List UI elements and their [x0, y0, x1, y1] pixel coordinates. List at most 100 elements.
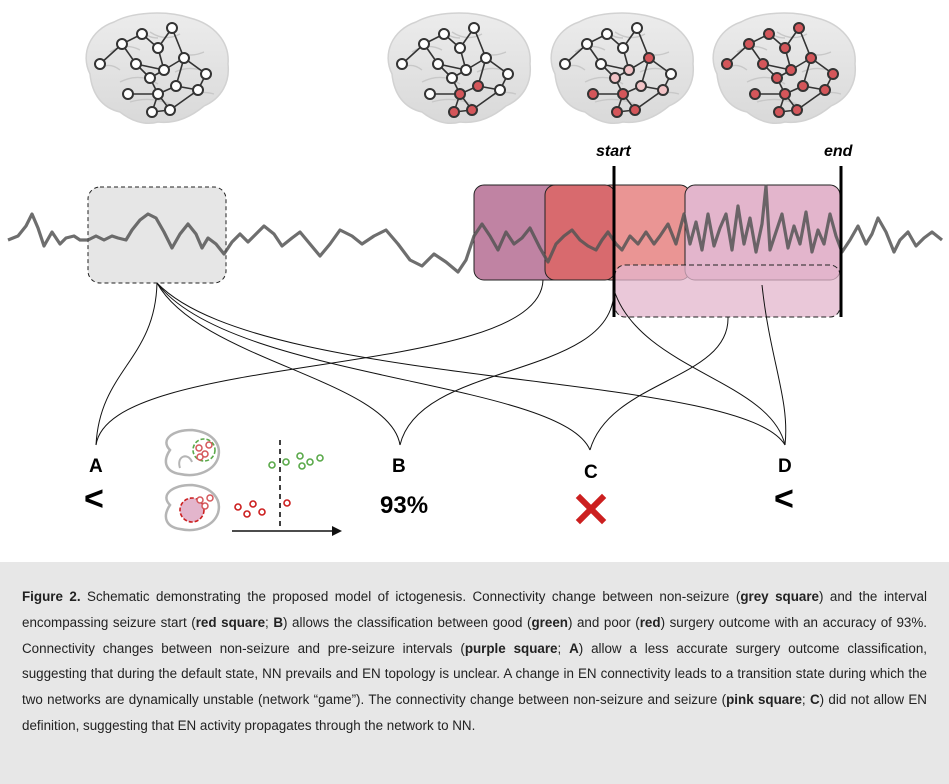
network-node — [559, 58, 571, 70]
network-node — [631, 22, 643, 34]
good-outcome-points — [268, 452, 324, 470]
network-node — [827, 68, 839, 80]
network-node — [166, 22, 178, 34]
network-node — [396, 58, 408, 70]
caption-emphasis: C — [809, 692, 820, 708]
brain-network-seizure-start — [550, 12, 695, 125]
caption-emphasis: B — [273, 614, 284, 630]
network-node — [763, 28, 775, 40]
network-node — [785, 64, 797, 76]
poor-outcome-points — [234, 499, 291, 518]
brain-outline-poor — [164, 483, 221, 532]
red-square-interval — [544, 184, 616, 281]
network-node — [446, 72, 458, 84]
network-node — [146, 106, 158, 118]
caption-text: ) and the interval encompassing seizure … — [22, 589, 927, 630]
network-node — [192, 84, 204, 96]
network-node — [136, 28, 148, 40]
network-node — [164, 104, 176, 116]
caption-emphasis: red — [639, 614, 661, 630]
network-node — [657, 84, 669, 96]
network-node — [466, 104, 478, 116]
network-node — [116, 38, 128, 50]
network-node — [152, 42, 164, 54]
network-node — [587, 88, 599, 100]
network-node — [797, 80, 809, 92]
network-node — [617, 42, 629, 54]
network-node — [635, 80, 647, 92]
network-nodes — [94, 22, 212, 118]
network-node — [771, 72, 783, 84]
ictogenesis-schematic — [7, 12, 943, 536]
network-node — [623, 64, 635, 76]
network-node — [130, 58, 142, 70]
network-node — [178, 52, 190, 64]
network-node — [757, 58, 769, 70]
caption-emphasis: green — [531, 614, 568, 630]
outcome-letter-a: A — [89, 456, 103, 477]
caption-box: Figure 2. Schematic demonstrating the pr… — [0, 562, 949, 784]
network-node — [460, 64, 472, 76]
start-label: start — [596, 143, 631, 160]
brain-network-seizure — [712, 12, 857, 125]
caption-text: ) did not allow EN definition, suggestin… — [22, 692, 927, 733]
end-label: end — [824, 143, 853, 160]
brain-outline-good — [164, 428, 221, 477]
network-node — [773, 106, 785, 118]
network-node — [791, 104, 803, 116]
network-nodes — [721, 22, 839, 118]
x-axis-arrowhead — [332, 526, 342, 536]
caption-text: ) allows the classification between good… — [283, 614, 532, 630]
figure-caption: Figure 2. Schematic demonstrating the pr… — [22, 584, 927, 739]
network-nodes — [396, 22, 514, 118]
caption-text: Schematic demonstrating the proposed mod… — [80, 589, 741, 604]
network-node — [665, 68, 677, 80]
brain-network-baseline — [85, 12, 230, 125]
network-node — [805, 52, 817, 64]
network-node — [779, 88, 791, 100]
caption-emphasis: red square — [195, 614, 266, 630]
network-node — [122, 88, 134, 100]
caption-text: ) and poor ( — [567, 614, 640, 630]
network-node — [581, 38, 593, 50]
network-node — [472, 80, 484, 92]
network-node — [448, 106, 460, 118]
network-node — [152, 88, 164, 100]
network-nodes — [559, 22, 677, 118]
network-node — [779, 42, 791, 54]
outcome-letter-d: D — [778, 456, 792, 477]
network-node — [502, 68, 514, 80]
caption-emphasis: A — [569, 640, 579, 656]
caption-emphasis: pink square — [726, 692, 802, 708]
signal-trace — [7, 184, 943, 274]
network-node — [643, 52, 655, 64]
outcome-result-d: < — [774, 480, 794, 518]
caption-emphasis: purple square — [464, 640, 558, 656]
network-node — [454, 42, 466, 54]
caption-text: ) surgery outcome with an accuracy of 93… — [22, 614, 927, 656]
outcome-letter-c: C — [584, 462, 598, 483]
network-node — [468, 22, 480, 34]
caption-text: ; — [557, 640, 570, 656]
network-node — [617, 88, 629, 100]
network-node — [158, 64, 170, 76]
network-node — [601, 28, 613, 40]
network-node — [170, 80, 182, 92]
caption-emphasis: grey square — [740, 589, 819, 604]
network-node — [480, 52, 492, 64]
network-node — [793, 22, 805, 34]
network-node — [438, 28, 450, 40]
network-node — [595, 58, 607, 70]
cross-mark — [575, 493, 607, 525]
caption-text: ; — [265, 614, 274, 630]
network-node — [200, 68, 212, 80]
network-node — [749, 88, 761, 100]
network-node — [144, 72, 156, 84]
network-node — [819, 84, 831, 96]
network-node — [418, 38, 430, 50]
outcome-result-a: < — [84, 480, 104, 518]
grey-square-interval — [87, 186, 227, 284]
outcome-letter-b: B — [392, 456, 406, 477]
figure-label: Figure 2. — [22, 589, 81, 604]
network-node — [454, 88, 466, 100]
